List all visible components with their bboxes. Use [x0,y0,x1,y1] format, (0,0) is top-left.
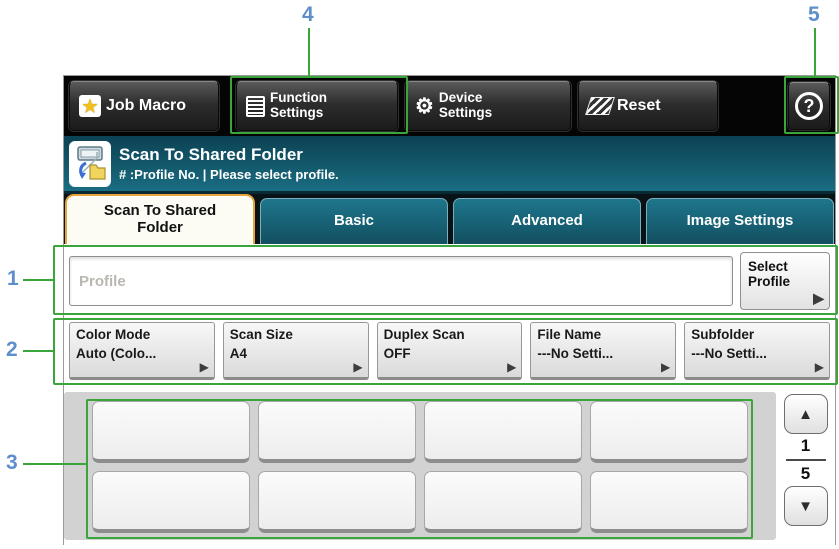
chevron-right-icon: ▶ [813,290,824,306]
content-area: Profile Select Profile ▶ Color Mode Auto… [64,244,835,546]
help-icon: ? [795,92,823,120]
scan-size-label: Scan Size [229,327,293,342]
function-settings-label: Function Settings [270,90,327,120]
profile-grid-button[interactable] [590,401,748,463]
pagination: ▲ 1 5 ▼ [776,392,835,540]
current-page: 1 [800,436,811,455]
tab-image-settings[interactable]: Image Settings [646,198,834,244]
profile-list-area: ▲ 1 5 ▼ [64,392,835,540]
page-divider [785,459,826,461]
total-pages: 5 [800,464,811,483]
touch-screen: ★ Job Macro Function Settings ⚙ Device S… [63,75,836,546]
profile-grid-button[interactable] [92,401,250,463]
chevron-right-icon: ▶ [814,360,824,374]
reset-icon [585,97,615,115]
tab-basic[interactable]: Basic [260,198,448,244]
color-mode-button[interactable]: Color Mode Auto (Colo... ▶ [69,322,215,380]
arrow-up-icon: ▲ [798,405,813,423]
page-title: Scan To Shared Folder [119,145,303,164]
reset-button[interactable]: Reset [578,81,718,131]
job-macro-button[interactable]: ★ Job Macro [69,81,219,131]
callout-5: 5 [808,3,820,26]
tab-scan-to-shared-folder[interactable]: Scan To Shared Folder [65,194,255,244]
gear-icon: ⚙ [415,94,434,118]
star-icon: ★ [79,95,101,117]
profile-grid-button[interactable] [424,471,582,533]
help-button[interactable]: ? [788,82,830,130]
chevron-right-icon: ▶ [660,360,671,374]
profile-row: Profile Select Profile ▶ [64,244,835,310]
chevron-right-icon: ▶ [199,360,209,374]
callout-3: 3 [6,451,18,474]
subfolder-button[interactable]: Subfolder ---No Setti... ▶ [684,322,830,380]
profile-grid-button[interactable] [92,471,250,533]
reset-label: Reset [617,97,661,114]
duplex-scan-label: Duplex Scan [383,327,465,342]
page-subtitle: # :Profile No. | Please select profile. [119,167,339,182]
job-macro-label: Job Macro [106,97,187,114]
profile-grid-panel [64,392,776,540]
file-name-label: File Name [537,327,602,342]
profile-grid-button[interactable] [258,401,416,463]
scan-size-button[interactable]: Scan Size A4 ▶ [222,322,369,380]
profile-grid-button[interactable] [258,471,416,533]
profile-field[interactable]: Profile [69,256,733,306]
function-settings-button[interactable]: Function Settings [236,81,398,131]
top-bar: ★ Job Macro Function Settings ⚙ Device S… [64,76,835,136]
subfolder-label: Subfolder [691,327,755,342]
color-mode-label: Color Mode [76,327,151,342]
callout-2: 2 [6,338,18,361]
callout-line-2 [23,350,54,352]
settings-row: Color Mode Auto (Colo... ▶ Scan Size A4 … [64,310,835,380]
chevron-right-icon: ▶ [353,360,363,374]
select-profile-button[interactable]: Select Profile ▶ [740,252,830,310]
page-down-button[interactable]: ▼ [783,486,828,526]
callout-line-1 [23,279,54,281]
file-name-button[interactable]: File Name ---No Setti... ▶ [530,322,677,380]
color-mode-value: Auto (Colo... [76,346,157,361]
scan-size-value: A4 [229,346,248,361]
callout-line-5 [814,28,816,76]
device-settings-label: Device Settings [438,90,493,120]
profile-grid [92,401,776,533]
device-settings-button[interactable]: ⚙ Device Settings [405,81,571,131]
arrow-down-icon: ▼ [798,497,813,515]
callout-line-4 [308,28,310,76]
tab-bar: Scan To Shared Folder Basic Advanced Ima… [64,194,835,244]
page-up-button[interactable]: ▲ [783,394,828,434]
scan-to-folder-icon [69,140,111,187]
tab-advanced[interactable]: Advanced [453,198,641,244]
subfolder-value: ---No Setti... [691,346,767,361]
duplex-scan-button[interactable]: Duplex Scan OFF ▶ [376,322,523,380]
file-name-value: ---No Setti... [537,346,614,361]
callout-1: 1 [7,267,19,290]
function-header: Scan To Shared Folder # :Profile No. | P… [64,136,835,194]
duplex-scan-value: OFF [383,346,411,361]
select-profile-label: Select Profile [748,259,791,289]
chevron-right-icon: ▶ [507,360,517,374]
profile-grid-button[interactable] [424,401,582,463]
list-icon [246,95,265,117]
profile-grid-button[interactable] [590,471,748,533]
callout-4: 4 [302,3,314,26]
